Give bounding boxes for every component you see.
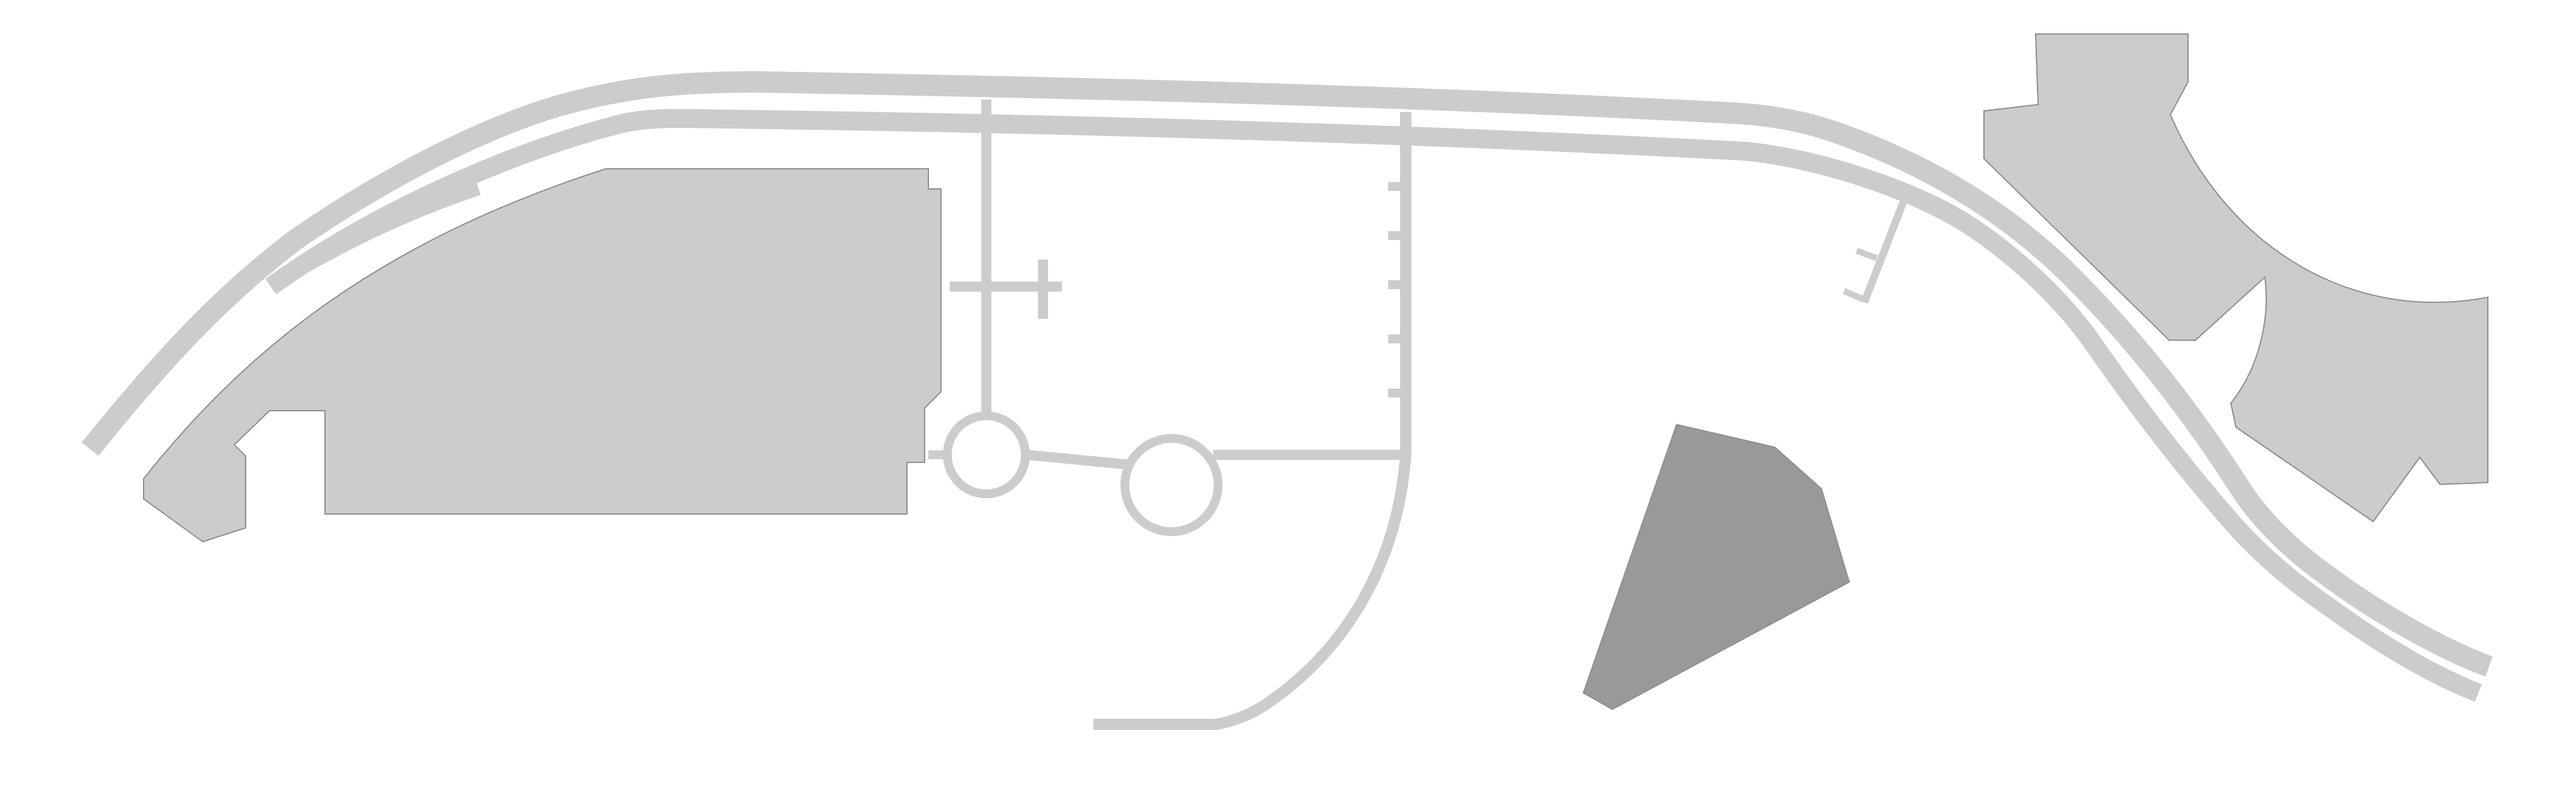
- junction-east[interactable]: [1120, 434, 1222, 536]
- east-side-spur[interactable]: [1861, 187, 1912, 304]
- east-side-spur-ticks: [1842, 248, 1878, 303]
- left-link-road[interactable]: [267, 183, 481, 292]
- building-west-large[interactable]: [143, 168, 942, 543]
- road-network: [81, 71, 2493, 730]
- outer-road-arc[interactable]: [81, 71, 2493, 677]
- building-footprints: [143, 33, 2488, 711]
- junction-circles: [943, 411, 1222, 536]
- building-east-curved[interactable]: [1983, 33, 2488, 523]
- inner-road-arc[interactable]: [265, 109, 2482, 702]
- junction-connector[interactable]: [1026, 450, 1132, 470]
- junction-west[interactable]: [943, 411, 1030, 498]
- building-highlighted[interactable]: [1582, 423, 1850, 711]
- southern-loop-road[interactable]: [1093, 453, 1411, 730]
- east-street-ticks: [1388, 182, 1406, 397]
